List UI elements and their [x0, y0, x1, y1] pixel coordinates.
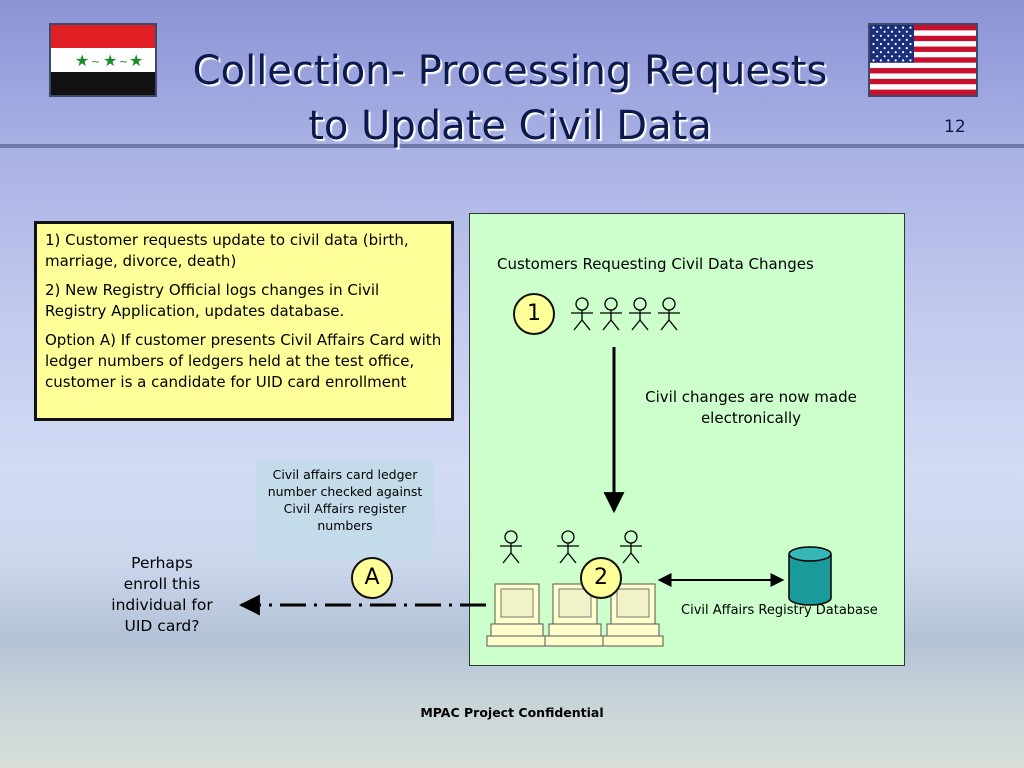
- slide-title-line-2: to Update Civil Data: [308, 103, 712, 149]
- iraq-flag-icon: ★ ~ ★ ~ ★: [49, 23, 157, 97]
- step-marker-1: 1: [513, 293, 555, 335]
- option-a-text: Option A) If customer presents Civil Aff…: [45, 331, 442, 391]
- step-marker-2: 2: [580, 557, 622, 599]
- stick-figure-icon: [600, 297, 622, 331]
- step-2-text: 2) New Registry Official logs changes in…: [45, 281, 380, 320]
- stick-figure-icon: [629, 297, 651, 331]
- ledger-check-note: Civil affairs card ledger number checked…: [256, 461, 434, 560]
- slide-title: Collection- Processing Requests to Updat…: [130, 44, 890, 154]
- stick-figure-icon: [500, 530, 522, 564]
- usa-flag-icon: [868, 23, 978, 97]
- svg-text:~: ~: [119, 55, 128, 68]
- customers-label: Customers Requesting Civil Data Changes: [497, 255, 814, 273]
- customer-figures-group: [571, 297, 680, 331]
- enroll-note-line-3: individual for: [111, 596, 213, 614]
- step-marker-a: A: [351, 557, 393, 599]
- slide-number: 12: [944, 117, 966, 137]
- electronic-label-line-1: Civil changes are now made: [645, 388, 857, 406]
- process-diagram-panel: [469, 213, 905, 666]
- computer-workstation-icon: [544, 583, 606, 647]
- slide-title-line-1: Collection- Processing Requests: [192, 48, 828, 94]
- workstations-group: [486, 583, 664, 647]
- enroll-note-line-2: enroll this: [123, 575, 201, 593]
- steps-description-box: 1) Customer requests update to civil dat…: [34, 221, 454, 421]
- enroll-note-line-4: UID card?: [124, 617, 200, 635]
- computer-workstation-icon: [486, 583, 548, 647]
- stick-figure-icon: [620, 530, 642, 564]
- svg-text:★: ★: [75, 51, 89, 70]
- header-divider: [0, 144, 1024, 148]
- stick-figure-icon: [658, 297, 680, 331]
- stick-figure-icon: [571, 297, 593, 331]
- official-figures-group: [500, 530, 642, 564]
- svg-text:★: ★: [103, 51, 117, 70]
- stick-figure-icon: [557, 530, 579, 564]
- svg-text:★: ★: [129, 51, 143, 70]
- computer-workstation-icon: [602, 583, 664, 647]
- enroll-note-line-1: Perhaps: [131, 554, 193, 572]
- enroll-note: Perhaps enroll this individual for UID c…: [98, 553, 226, 637]
- database-label: Civil Affairs Registry Database: [681, 603, 878, 618]
- database-cylinder-icon: [788, 546, 832, 606]
- electronic-label-line-2: electronically: [700, 409, 802, 427]
- svg-text:~: ~: [91, 55, 100, 68]
- step-1-text: 1) Customer requests update to civil dat…: [45, 231, 409, 270]
- confidential-footer: MPAC Project Confidential: [420, 705, 604, 720]
- electronic-changes-label: Civil changes are now made electronicall…: [620, 387, 882, 429]
